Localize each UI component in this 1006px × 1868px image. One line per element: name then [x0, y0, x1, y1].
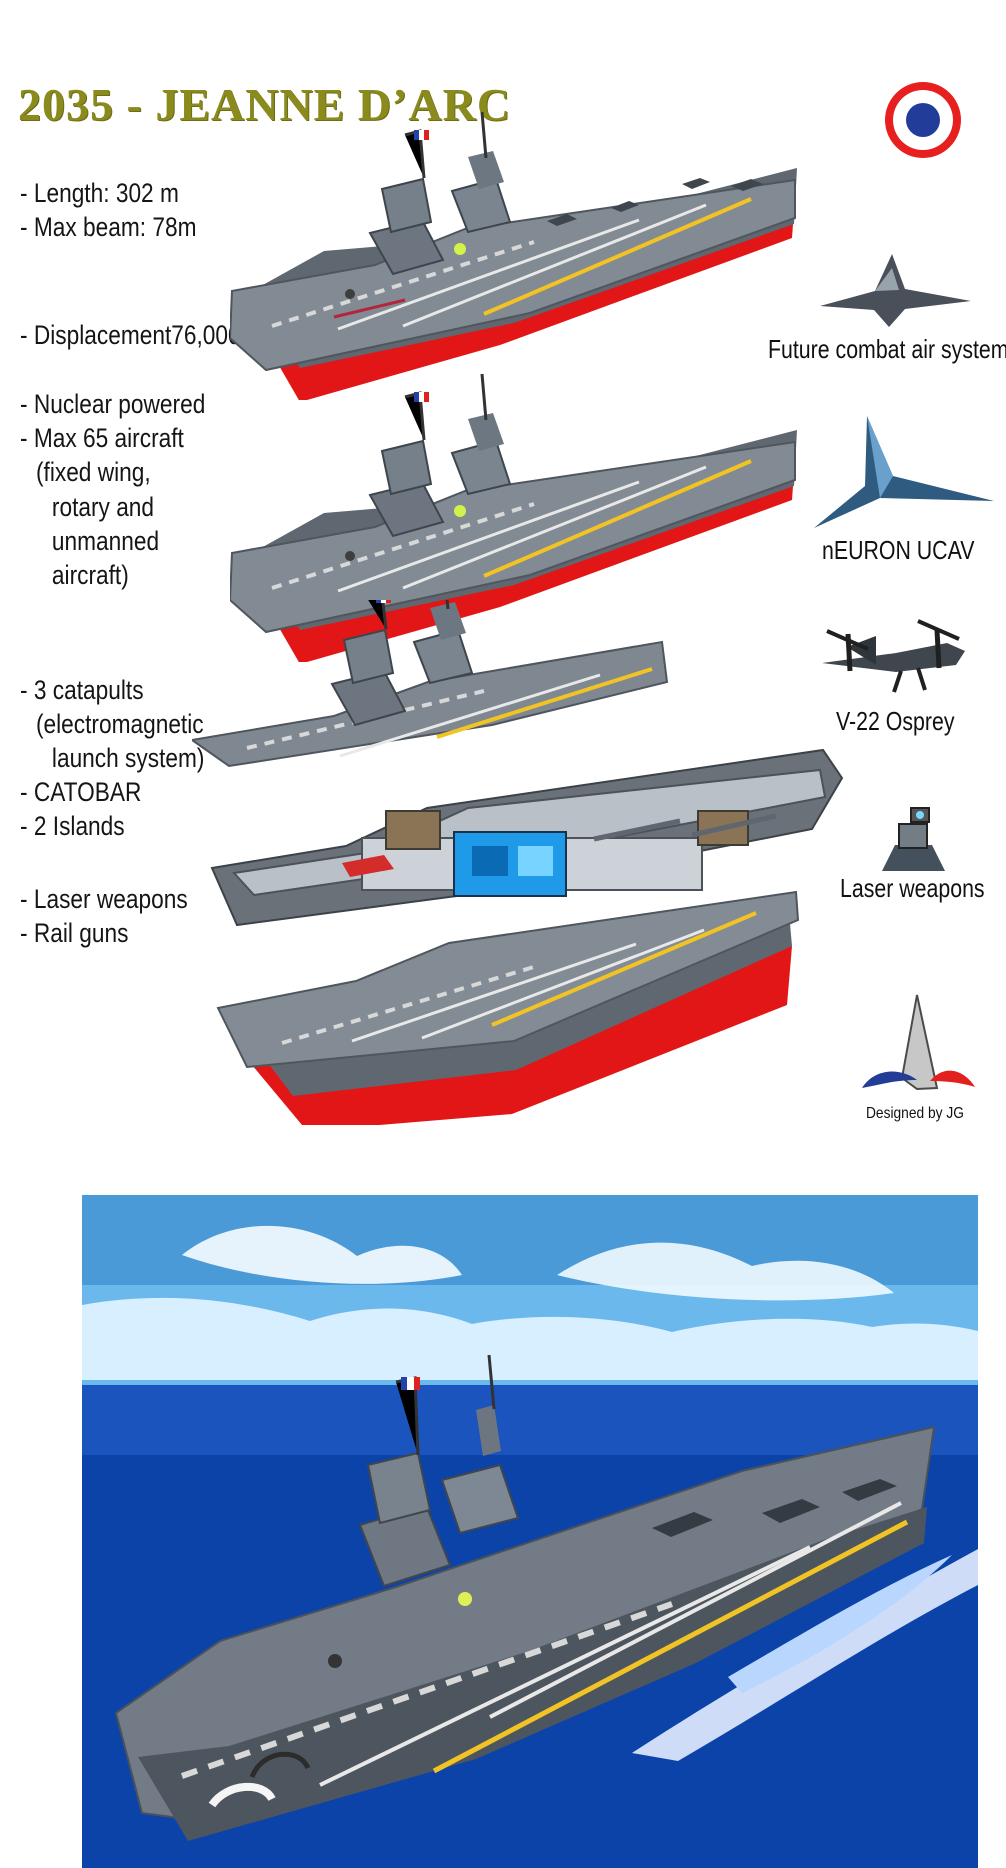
fcas-fighter-icon: [820, 254, 971, 327]
carrier-middle-illustration: [230, 373, 797, 662]
carrier-exploded-cutaway-illustration: [192, 600, 844, 1125]
spec-nuclear-powered: - Nuclear powered: [20, 389, 206, 419]
spec-max-aircraft: - Max 65 aircraft: [20, 423, 184, 453]
carrier-top-illustration: [230, 111, 797, 400]
spec-displacement: - Displacement76,000t: [20, 320, 247, 350]
designer-credit: Designed by JG: [866, 1105, 964, 1122]
spec-length: - Length: 302 m: [20, 178, 179, 208]
spec-fixed-wing: (fixed wing,: [35, 457, 151, 487]
designer-logo-icon: [862, 994, 975, 1091]
neuron-ucav-icon: [814, 416, 994, 528]
laser-weapon-icon: [882, 807, 945, 871]
fcas-label: Future combat air system: [768, 334, 1006, 364]
spec-aircraft-close: aircraft): [51, 560, 129, 590]
osprey-label: V-22 Osprey: [836, 706, 955, 736]
spec-electromagnetic: (electromagnetic: [35, 709, 204, 739]
spec-max-beam: - Max beam: 78m: [20, 212, 197, 242]
spec-rail-guns: - Rail guns: [20, 918, 129, 948]
spec-islands: - 2 Islands: [20, 811, 125, 841]
spec-catapults: - 3 catapults: [20, 675, 144, 705]
laser-label: Laser weapons: [840, 873, 985, 903]
carrier-photo-illustration: [82, 1195, 978, 1868]
ucav-label: nEURON UCAV: [822, 535, 975, 565]
spec-rotary: rotary and: [51, 492, 155, 522]
v22-osprey-icon: [822, 619, 965, 693]
spec-catobar: - CATOBAR: [20, 777, 142, 807]
carrier-sea-photo: [82, 1195, 978, 1868]
french-roundel-icon: [885, 82, 961, 158]
spec-unmanned: unmanned: [51, 526, 160, 556]
page-title: 2035 - JEANNE D’ARC: [18, 79, 512, 130]
spec-launch-system: launch system): [51, 743, 205, 773]
spec-laser-weapons: - Laser weapons: [20, 884, 188, 914]
